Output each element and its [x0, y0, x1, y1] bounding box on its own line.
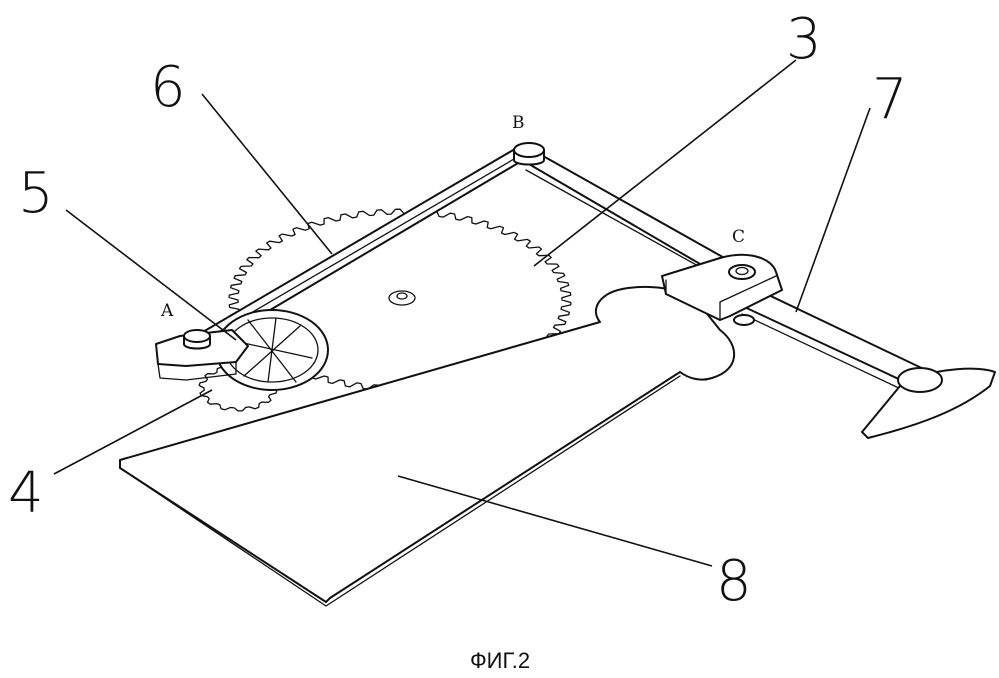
label-7: 7 [872, 67, 908, 132]
crank-5 [156, 310, 328, 390]
leader-5 [66, 210, 236, 340]
pivot-pin-b [514, 143, 544, 165]
point-a-label: A [160, 301, 174, 321]
figure-caption: ФИГ.2 [470, 648, 530, 673]
label-3: 3 [786, 7, 822, 72]
label-6: 6 [150, 55, 186, 120]
leader-6 [202, 94, 332, 254]
pivot-pin-a [184, 330, 210, 349]
point-b-label: B [512, 113, 525, 133]
label-5: 5 [18, 161, 54, 226]
label-8: 8 [716, 549, 752, 614]
point-c-label: C [732, 227, 745, 247]
arm-7 [738, 290, 995, 438]
leader-7 [796, 108, 870, 312]
label-4: 4 [8, 461, 44, 526]
